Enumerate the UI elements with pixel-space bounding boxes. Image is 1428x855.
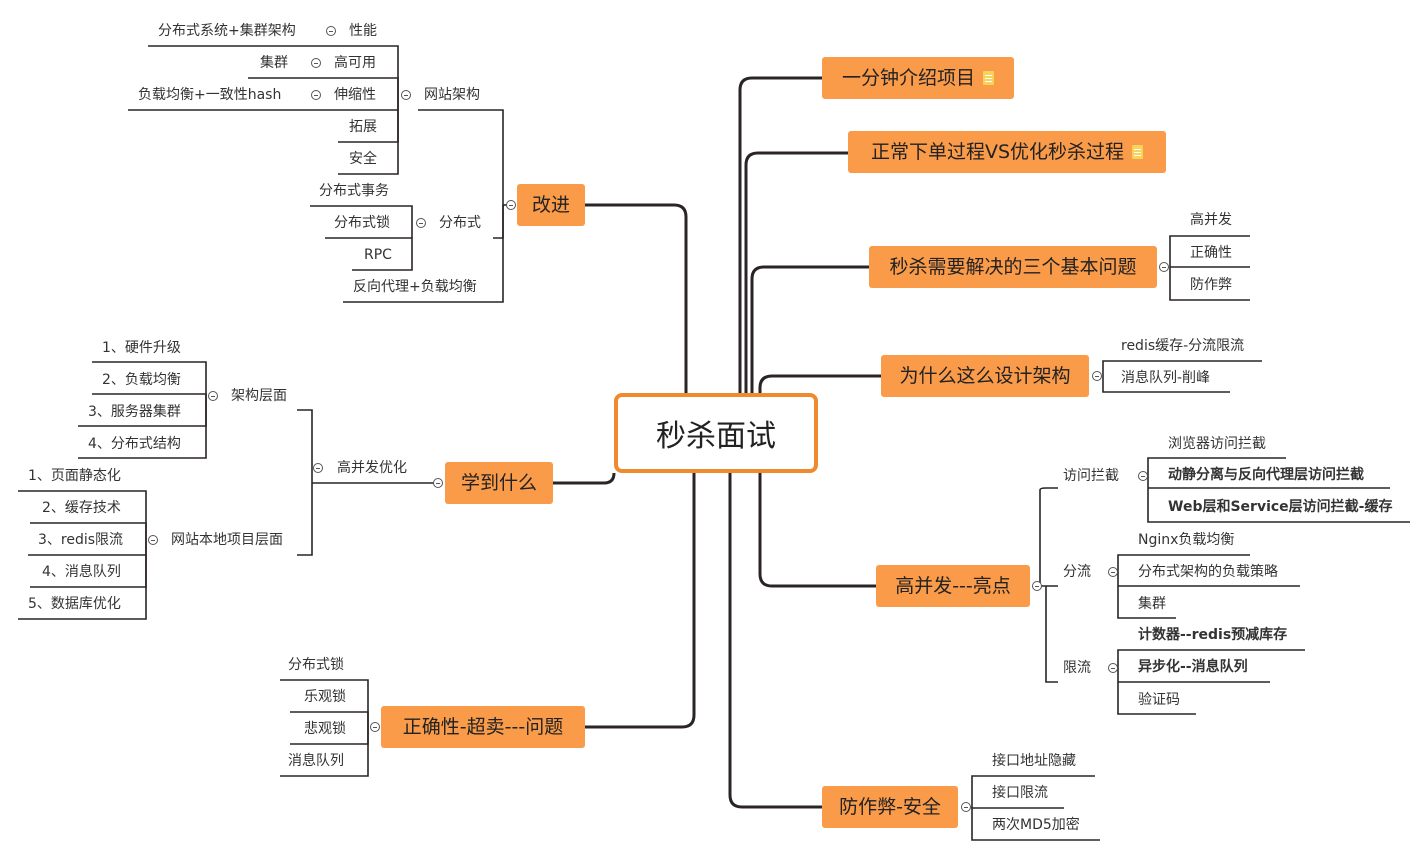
collapse-toggle[interactable] <box>1159 262 1169 272</box>
collapse-toggle[interactable] <box>1108 567 1118 577</box>
collapse-toggle[interactable] <box>961 802 971 812</box>
security-item[interactable]: 两次MD5加密 <box>992 817 1080 833</box>
local-level-item[interactable]: 5、数据库优化 <box>28 596 121 612</box>
group-label-distributed[interactable]: 分布式 <box>439 215 481 231</box>
arch-level-item[interactable]: 3、服务器集群 <box>88 404 181 420</box>
collapse-toggle[interactable] <box>326 26 336 36</box>
intercept-item[interactable]: 浏览器访问拦截 <box>1168 436 1266 452</box>
intercept-item[interactable]: Web层和Service层访问拦截-缓存 <box>1168 499 1393 515</box>
local-level-item[interactable]: 1、页面静态化 <box>28 468 121 484</box>
arch-level-item[interactable]: 2、负载均衡 <box>102 372 181 388</box>
topic-oversell[interactable]: 正确性-超卖---问题 <box>381 706 585 748</box>
collapse-toggle[interactable] <box>506 200 516 210</box>
local-level-item[interactable]: 2、缓存技术 <box>42 500 121 516</box>
collapse-toggle[interactable] <box>1032 581 1042 591</box>
oversell-item[interactable]: 分布式锁 <box>288 657 344 673</box>
collapse-toggle[interactable] <box>148 535 158 545</box>
shunt-item[interactable]: 集群 <box>1138 596 1166 612</box>
shunt-item[interactable]: 分布式架构的负载策略 <box>1138 564 1278 580</box>
topic-order-process-label: 正常下单过程VS优化秒杀过程 <box>870 141 1125 163</box>
problem-item[interactable]: 防作弊 <box>1190 277 1232 293</box>
limit-item[interactable]: 异步化--消息队列 <box>1138 659 1248 675</box>
arch-item[interactable]: 伸缩性 <box>334 87 376 103</box>
collapse-toggle[interactable] <box>1092 371 1102 381</box>
collapse-toggle[interactable] <box>416 218 426 228</box>
group-label-arch-level[interactable]: 架构层面 <box>231 388 287 404</box>
collapse-toggle[interactable] <box>370 722 380 732</box>
group-label-website-arch[interactable]: 网站架构 <box>424 87 480 103</box>
dist-item[interactable]: 分布式事务 <box>319 183 389 199</box>
collapse-toggle[interactable] <box>433 478 443 488</box>
collapse-toggle[interactable] <box>1108 663 1118 673</box>
topic-order-process[interactable]: 正常下单过程VS优化秒杀过程 <box>848 131 1166 173</box>
design-item[interactable]: redis缓存-分流限流 <box>1121 338 1245 354</box>
local-level-item[interactable]: 3、redis限流 <box>38 532 124 548</box>
arch-item[interactable]: 安全 <box>349 151 377 167</box>
arch-level-item[interactable]: 4、分布式结构 <box>88 436 181 452</box>
arch-level-item[interactable]: 1、硬件升级 <box>102 340 181 356</box>
dist-item[interactable]: RPC <box>364 247 392 263</box>
problem-item[interactable]: 正确性 <box>1190 245 1232 261</box>
arch-item[interactable]: 性能 <box>349 23 377 39</box>
arch-item[interactable]: 拓展 <box>349 119 377 135</box>
collapse-toggle[interactable] <box>1138 471 1148 481</box>
limit-item[interactable]: 验证码 <box>1138 692 1180 708</box>
topic-project-intro-label: 一分钟介绍项目 <box>841 67 975 89</box>
group-label-shunt[interactable]: 分流 <box>1063 564 1091 580</box>
collapse-toggle[interactable] <box>208 391 218 401</box>
topic-high-concurrency[interactable]: 高并发---亮点 <box>876 565 1030 607</box>
topic-project-intro[interactable]: 一分钟介绍项目 <box>822 57 1014 99</box>
group-label-local-level[interactable]: 网站本地项目层面 <box>171 532 283 548</box>
local-level-item[interactable]: 4、消息队列 <box>42 564 121 580</box>
topic-anti-cheat[interactable]: 防作弊-安全 <box>822 786 958 828</box>
oversell-item[interactable]: 乐观锁 <box>304 689 346 705</box>
dist-item[interactable]: 分布式锁 <box>334 215 390 231</box>
limit-item[interactable]: 计数器--redis预减库存 <box>1138 627 1288 643</box>
topic-three-problems[interactable]: 秒杀需要解决的三个基本问题 <box>869 246 1157 288</box>
note-icon[interactable] <box>983 71 994 85</box>
group-label-limit[interactable]: 限流 <box>1063 660 1091 676</box>
collapse-toggle[interactable] <box>311 58 321 68</box>
group-label-intercept[interactable]: 访问拦截 <box>1063 468 1119 484</box>
security-item[interactable]: 接口地址隐藏 <box>992 753 1076 769</box>
topic-why-design[interactable]: 为什么这么设计架构 <box>881 355 1089 397</box>
arch-subitem[interactable]: 集群 <box>260 55 288 71</box>
oversell-item[interactable]: 消息队列 <box>288 753 344 769</box>
dist-item[interactable]: 反向代理+负载均衡 <box>353 279 477 295</box>
arch-item[interactable]: 高可用 <box>334 55 376 71</box>
design-item[interactable]: 消息队列-削峰 <box>1121 370 1211 386</box>
oversell-item[interactable]: 悲观锁 <box>304 721 346 737</box>
collapse-toggle[interactable] <box>311 90 321 100</box>
problem-item[interactable]: 高并发 <box>1190 212 1232 228</box>
topic-improve[interactable]: 改进 <box>517 184 585 226</box>
central-topic[interactable]: 秒杀面试 <box>614 393 818 473</box>
note-icon[interactable] <box>1132 145 1144 159</box>
security-item[interactable]: 接口限流 <box>992 785 1048 801</box>
intercept-item[interactable]: 动静分离与反向代理层访问拦截 <box>1168 467 1364 483</box>
arch-subitem[interactable]: 分布式系统+集群架构 <box>158 23 296 39</box>
collapse-toggle[interactable] <box>313 463 323 473</box>
group-label-hc-opt[interactable]: 高并发优化 <box>337 460 407 476</box>
shunt-item[interactable]: Nginx负载均衡 <box>1138 532 1235 548</box>
collapse-toggle[interactable] <box>401 90 411 100</box>
arch-subitem[interactable]: 负载均衡+一致性hash <box>138 87 282 103</box>
topic-learned[interactable]: 学到什么 <box>445 462 553 504</box>
